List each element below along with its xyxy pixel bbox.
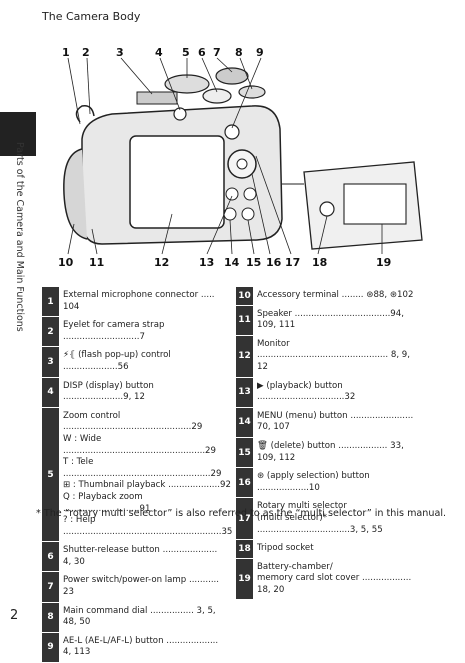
part-number: 16: [236, 468, 253, 498]
callout-12: 12: [154, 256, 169, 269]
part-number: 18: [236, 540, 253, 558]
part-description: Monitor ................................…: [257, 338, 410, 372]
table-row: 15🗑 (delete) button .................. 3…: [236, 437, 422, 469]
callout-5: 5: [182, 46, 190, 59]
part-description: Shutter-release button .................…: [63, 545, 218, 567]
part-description: ⊛ (apply selection) button .............…: [257, 471, 370, 493]
callout-4: 4: [155, 46, 163, 59]
callout-9: 9: [256, 46, 264, 59]
part-description: Power switch/power-on lamp ........... 2…: [63, 575, 220, 598]
part-description: ▶ (playback) button ....................…: [257, 380, 356, 403]
callout-10: 10: [58, 256, 74, 269]
callout-13: 13: [199, 256, 214, 269]
table-row: 17 Rotary multi selector (multi selector…: [236, 498, 422, 541]
section-side-label: Parts of the Camera and Main Functions: [7, 142, 31, 342]
part-description: External microphone connector ..... 104: [63, 290, 215, 312]
camera-body-diagram: 1 2 3 4 5 6 7 8 9 10 11 12 13 14 15 16 1…: [42, 44, 442, 274]
part-number: 10: [236, 287, 253, 305]
part-description: Accessory terminal ........ ⊛88, ⊛102: [257, 290, 414, 300]
part-sub-description: W : Wide ...............................…: [63, 433, 216, 456]
part-description: AE-L (AE-L/AF-L) button ................…: [63, 635, 219, 658]
callout-19: 19: [376, 256, 391, 269]
part-number: 8: [42, 602, 59, 632]
part-number: 15: [236, 437, 253, 468]
callout-11: 11: [89, 256, 104, 269]
part-number: 4: [42, 377, 59, 407]
part-description: MENU (menu) button .....................…: [257, 410, 414, 433]
part-number: 1: [42, 287, 59, 317]
part-sub-description: Q : Playback zoom ......................…: [63, 491, 151, 514]
part-number: 7: [42, 572, 59, 602]
callout-2: 2: [82, 46, 90, 59]
table-row: 10 Accessory terminal ........ ⊛88, ⊛102: [236, 287, 422, 306]
part-description: Speaker ................................…: [257, 308, 404, 331]
part-description: ⚡⦃ (flash pop-up) control ..............…: [63, 350, 171, 372]
footnote: * The “rotary multi selector” is also re…: [36, 508, 447, 519]
part-description: Main command dial ................ 3, 5,…: [63, 605, 216, 628]
table-row: 16⊛ (apply selection) button ...........…: [236, 468, 422, 499]
callout-14: 14: [224, 256, 240, 269]
part-number: 12: [236, 335, 253, 377]
callout-15: 15: [246, 256, 261, 269]
section-tab-marker: [0, 112, 36, 156]
part-description: Tripod socket: [257, 543, 314, 554]
part-description: memory card slot cover .................…: [257, 573, 412, 595]
part-sub-description: T : Tele ...............................…: [63, 457, 222, 479]
part-sub-description: ? : Help ...............................…: [63, 515, 233, 537]
part-number: 17: [236, 498, 253, 540]
part-description: (multi selector)* ......................…: [257, 512, 383, 535]
part-description: Eyelet for camera strap ................…: [63, 320, 165, 342]
part-description: Battery-chamber/: [257, 561, 333, 572]
part-description: Rotary multi selector: [257, 501, 347, 512]
callout-1: 1: [62, 46, 70, 59]
table-row: 19 Battery-chamber/ memory card slot cov…: [236, 558, 422, 601]
camera-illustration: 1 2 3 4 5 6 7 8 9 10 11 12 13 14 15 16 1…: [58, 46, 423, 269]
part-number: 19: [236, 558, 253, 600]
part-description: 🗑 (delete) button .................. 33,…: [257, 440, 404, 463]
page-header: The Camera Body: [42, 10, 141, 23]
part-description: DISP (display) button ..................…: [63, 380, 154, 403]
section-side-label-text: Parts of the Camera and Main Functions: [14, 142, 25, 332]
callout-8: 8: [235, 46, 243, 59]
part-number: 2: [42, 317, 59, 347]
part-sub-description: ⊞ : Thumbnail playback .................…: [63, 480, 231, 491]
callout-6: 6: [198, 46, 206, 59]
callout-3: 3: [116, 46, 124, 59]
callout-17: 17: [285, 256, 300, 269]
callout-16: 16: [266, 256, 282, 269]
part-description: Zoom control ...........................…: [63, 410, 203, 433]
part-number: 13: [236, 377, 253, 407]
callout-7: 7: [213, 46, 221, 59]
part-number: 14: [236, 407, 253, 437]
part-number: 3: [42, 347, 59, 377]
table-row: 5 Zoom control .........................…: [42, 407, 232, 543]
part-number: 9: [42, 632, 59, 663]
part-number: 5: [42, 407, 59, 542]
part-number: 11: [236, 305, 253, 335]
page-number: 2: [10, 608, 19, 623]
part-number: 6: [42, 542, 59, 572]
table-row: 18 Tripod socket: [236, 540, 422, 559]
table-row: 13▶ (playback) button ..................…: [236, 377, 422, 408]
table-row: 3⚡⦃ (flash pop-up) control .............…: [42, 347, 224, 378]
callout-18: 18: [312, 256, 327, 269]
